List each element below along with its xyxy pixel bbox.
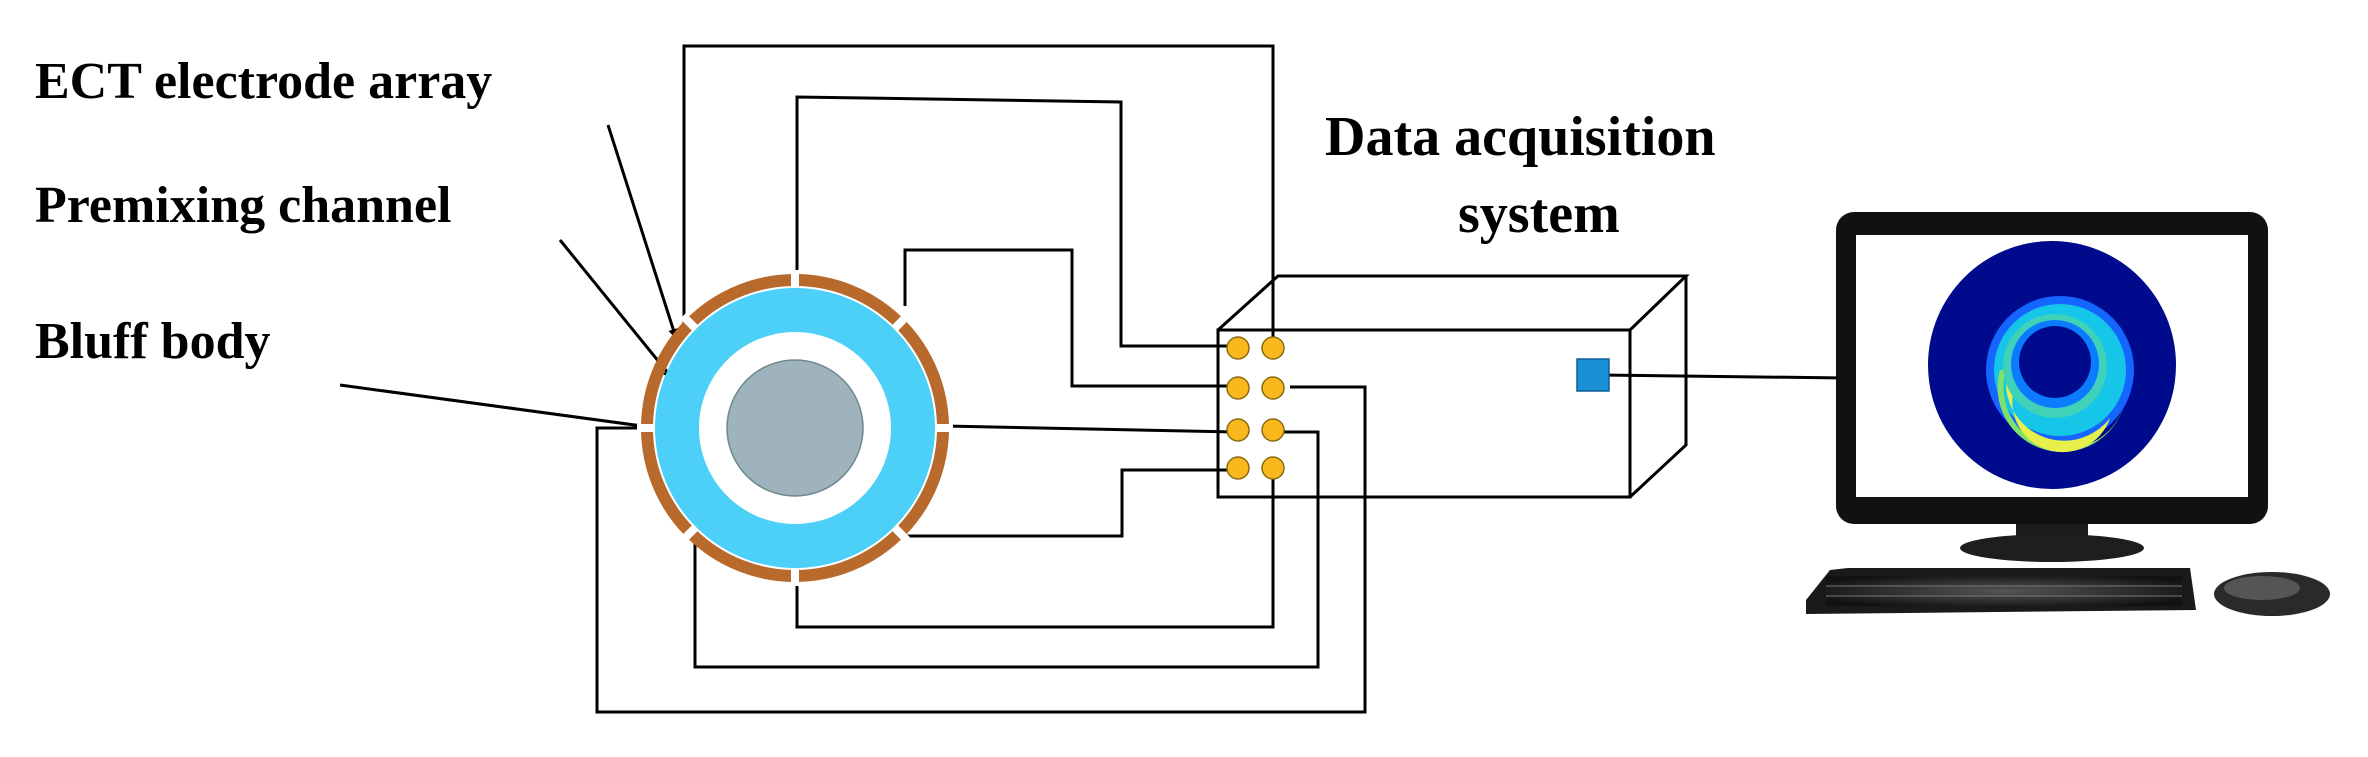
connector-3 — [1226, 376, 1250, 400]
label-ect-electrode-array: ECT electrode array — [35, 53, 492, 110]
label-daq-line1: Data acquisition — [1325, 106, 1716, 168]
arrow-ect-electrode-array — [606, 124, 679, 339]
bluff-body — [726, 359, 864, 497]
ect-sensor — [637, 270, 953, 586]
daq-connectors — [1226, 336, 1285, 480]
daq-box — [1216, 274, 1690, 499]
computer-icon — [1806, 212, 2330, 616]
wire-1 — [682, 44, 1275, 347]
connector-1 — [1226, 336, 1250, 360]
connector-7 — [1226, 456, 1250, 480]
wire-6 — [795, 472, 1275, 629]
connector-6 — [1261, 418, 1285, 442]
connector-2 — [1261, 336, 1285, 360]
electrode-gaps — [637, 270, 953, 586]
daq-side-face — [1628, 276, 1688, 499]
reconstruction-image — [1928, 241, 2176, 489]
wire-usb — [1599, 373, 1846, 380]
keyboard-keys — [1826, 585, 2182, 597]
connector-8 — [1261, 456, 1285, 480]
wire-3 — [903, 248, 1236, 388]
daq-port-icon — [1576, 358, 1610, 392]
wire-7 — [693, 430, 1320, 669]
label-bluff-body: Bluff body — [35, 313, 271, 370]
label-daq-line2: system — [1458, 183, 1620, 245]
connector-5 — [1226, 418, 1250, 442]
wiring — [595, 44, 1846, 714]
wire-4 — [944, 424, 1237, 434]
wire-2 — [795, 95, 1236, 348]
daq-top-face — [1216, 274, 1690, 332]
wire-5 — [905, 468, 1236, 538]
arrow-premixing-channel — [558, 239, 674, 379]
connector-4 — [1261, 376, 1285, 400]
monitor-base — [1960, 534, 2144, 562]
label-premixing-channel: Premixing channel — [35, 177, 451, 234]
wire-8 — [595, 385, 1367, 714]
